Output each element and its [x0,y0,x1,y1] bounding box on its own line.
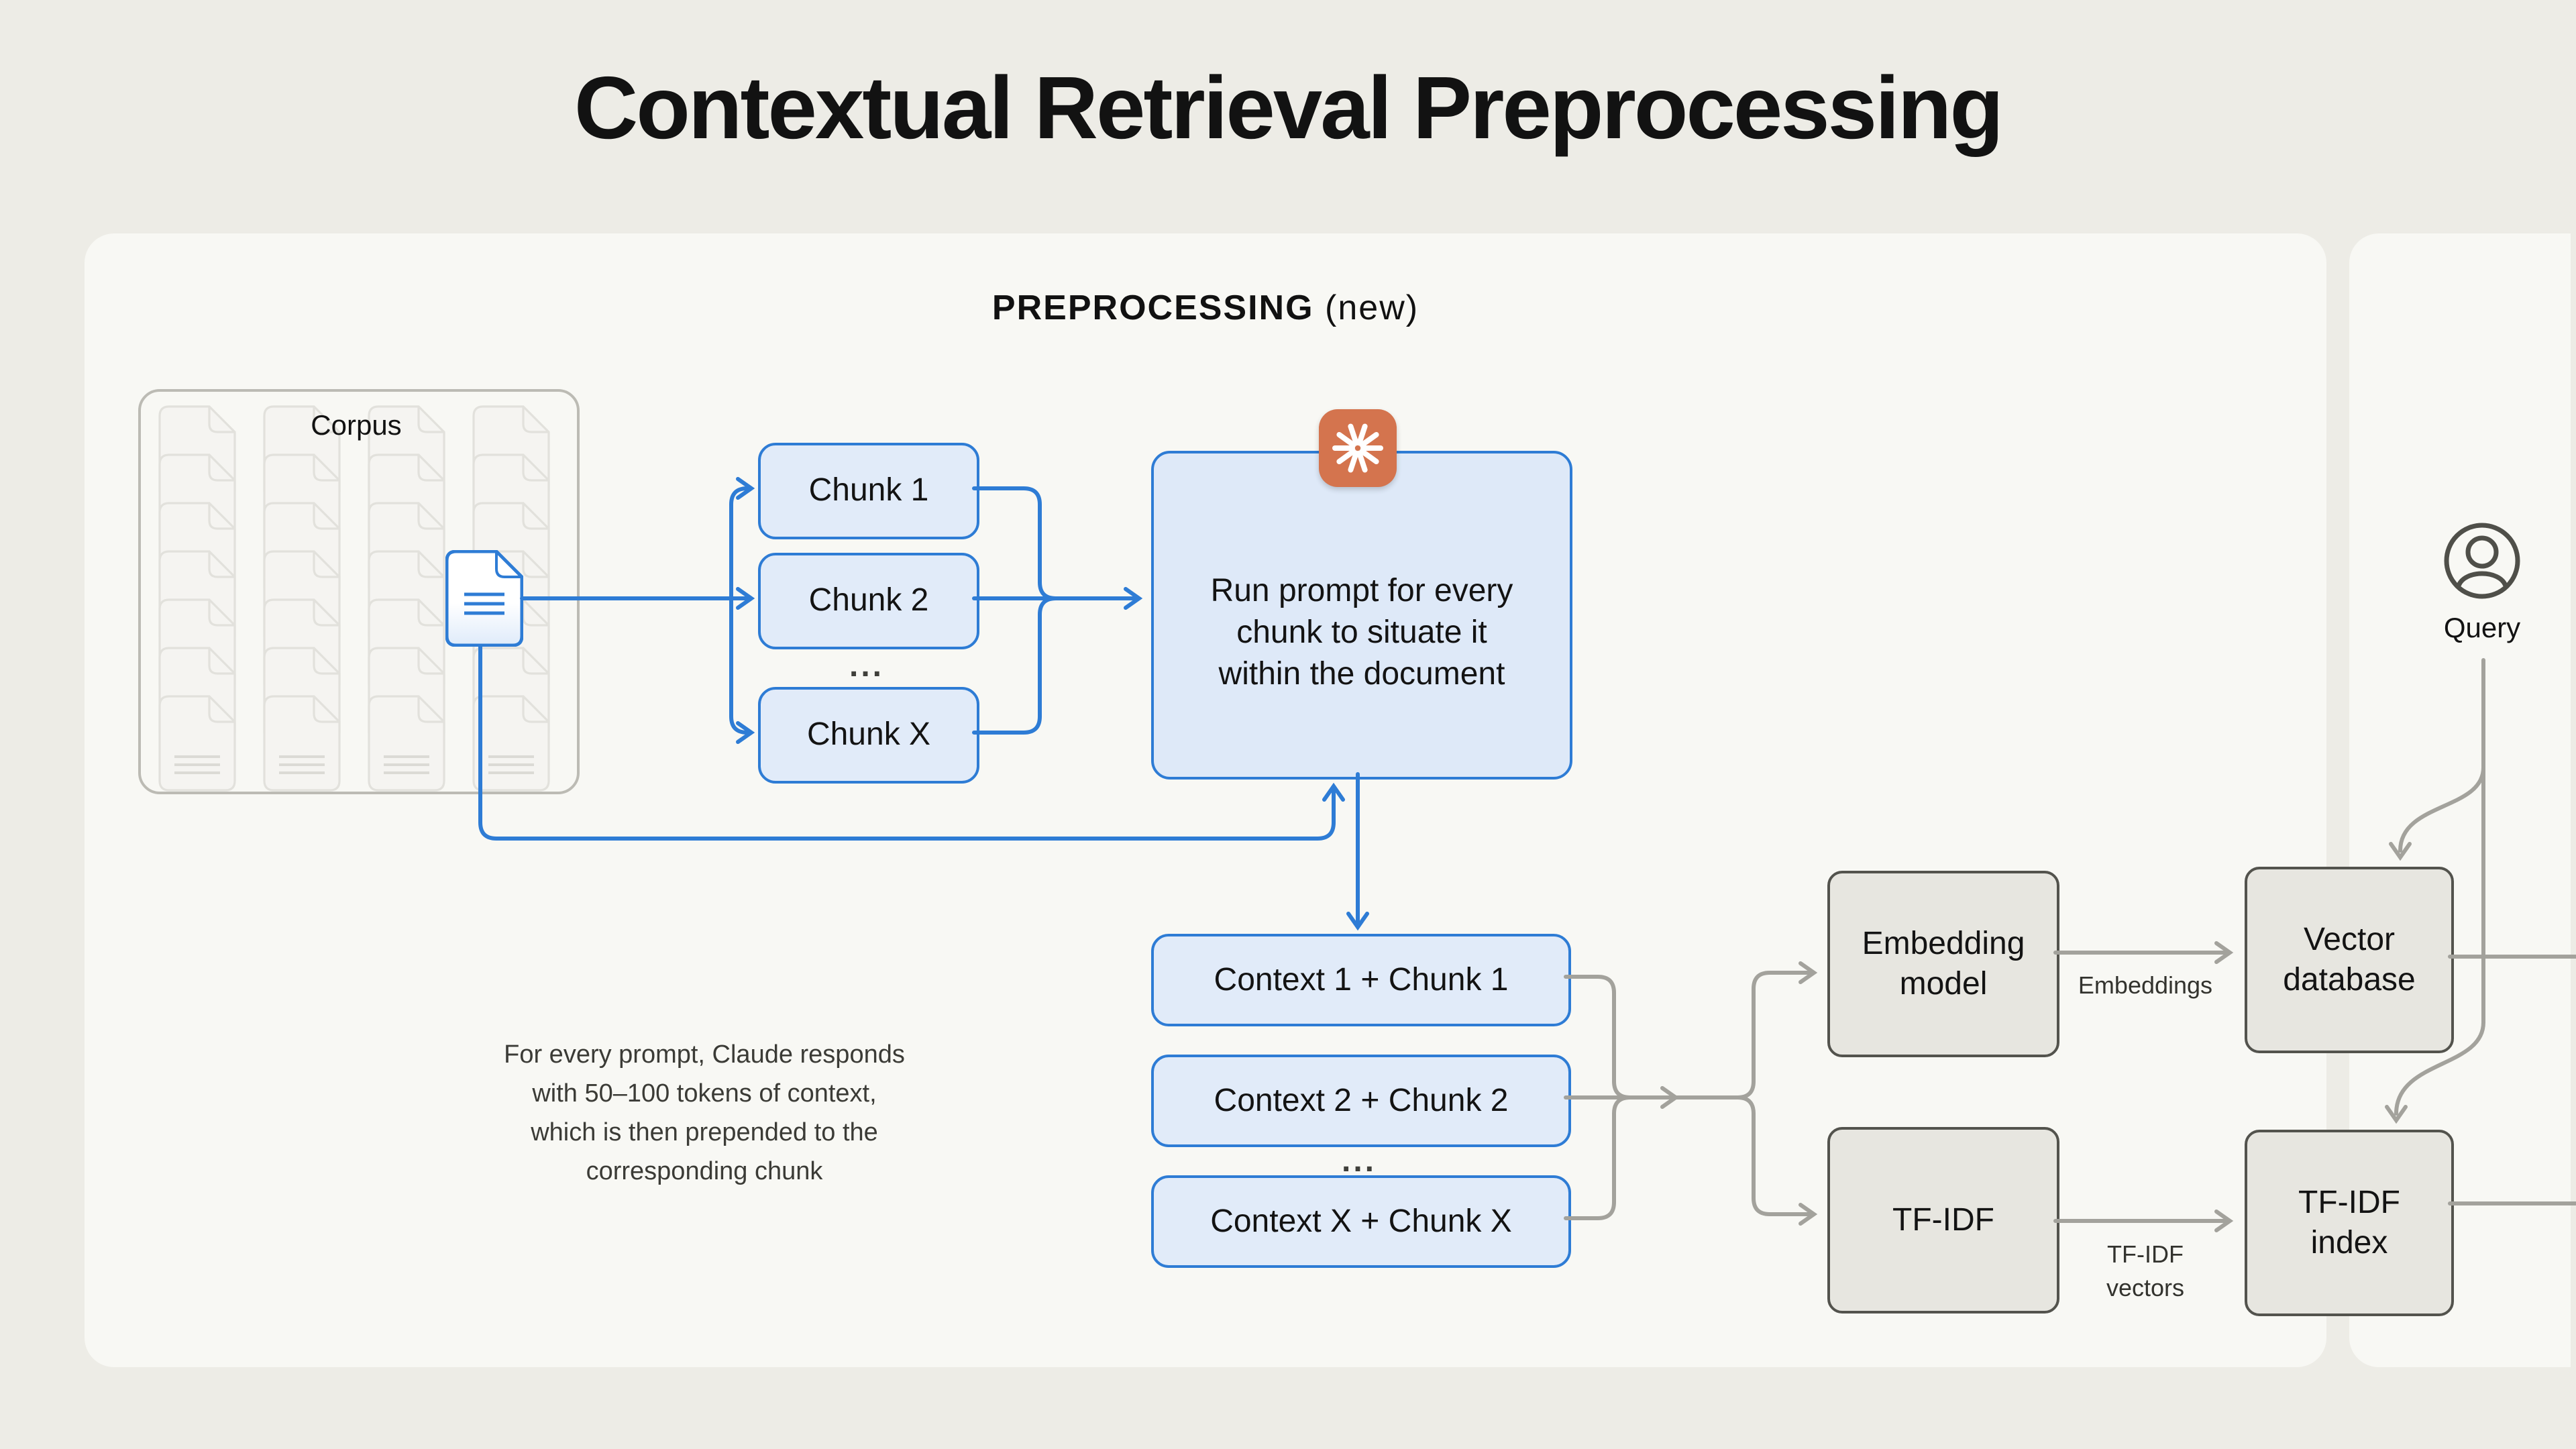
run-prompt-text: Run prompt for every chunk to situate it… [1210,573,1513,692]
context-2-label: Context 2 + Chunk 2 [1214,1082,1509,1118]
context-x-label: Context X + Chunk X [1210,1203,1512,1239]
contexts-ellipsis: ... [1341,1143,1377,1179]
corpus-label: Corpus [311,411,402,441]
claude-starburst-icon [1319,409,1397,487]
ghost-document-icon [158,695,236,794]
chunk-1-box: Chunk 1 [758,443,979,539]
query-label: Query [2443,613,2521,644]
embedding-model-label: Embedding model [1862,925,2025,1002]
embeddings-edge-label: Embeddings [2078,972,2213,999]
panel-heading: PREPROCESSING (new) [85,287,2326,329]
document-icon [445,550,523,653]
page-title: Contextual Retrieval Preprocessing [574,58,2004,157]
person-query-icon [2442,521,2522,601]
ghost-document-icon [263,695,341,794]
panel-heading-main: PREPROCESSING [991,287,1314,327]
query-node: Query [2402,521,2563,645]
ghost-document-icon [472,695,550,794]
chunks-ellipsis: ... [849,648,885,684]
chunk-2-box: Chunk 2 [758,553,979,649]
claude-note-text: For every prompt, Claude responds with 5… [504,1041,905,1186]
context-2-box: Context 2 + Chunk 2 [1151,1055,1571,1147]
tfidf-vectors-edge-label: TF-IDF vectors [2106,1241,2185,1301]
tfidf-box: TF-IDF [1827,1127,2059,1313]
vector-database-label: Vector database [2283,921,2416,998]
chunk-x-label: Chunk X [806,716,931,753]
chunk-x-box: Chunk X [758,687,979,784]
corpus-box [138,389,580,794]
vector-database-box: Vector database [2245,867,2454,1053]
tfidf-index-box: TF-IDF index [2245,1130,2454,1316]
context-1-label: Context 1 + Chunk 1 [1214,961,1509,998]
chunk-1-label: Chunk 1 [808,472,929,508]
chunk-2-label: Chunk 2 [808,582,929,619]
ghost-document-icon [368,695,445,794]
panel-heading-sub: (new) [1325,287,1419,327]
tfidf-label: TF-IDF [1892,1201,1994,1238]
tfidf-index-label: TF-IDF index [2298,1184,2400,1260]
context-1-box: Context 1 + Chunk 1 [1151,934,1571,1026]
run-prompt-box: Run prompt for every chunk to situate it… [1151,451,1572,780]
embedding-model-box: Embedding model [1827,871,2059,1057]
context-x-box: Context X + Chunk X [1151,1175,1571,1268]
